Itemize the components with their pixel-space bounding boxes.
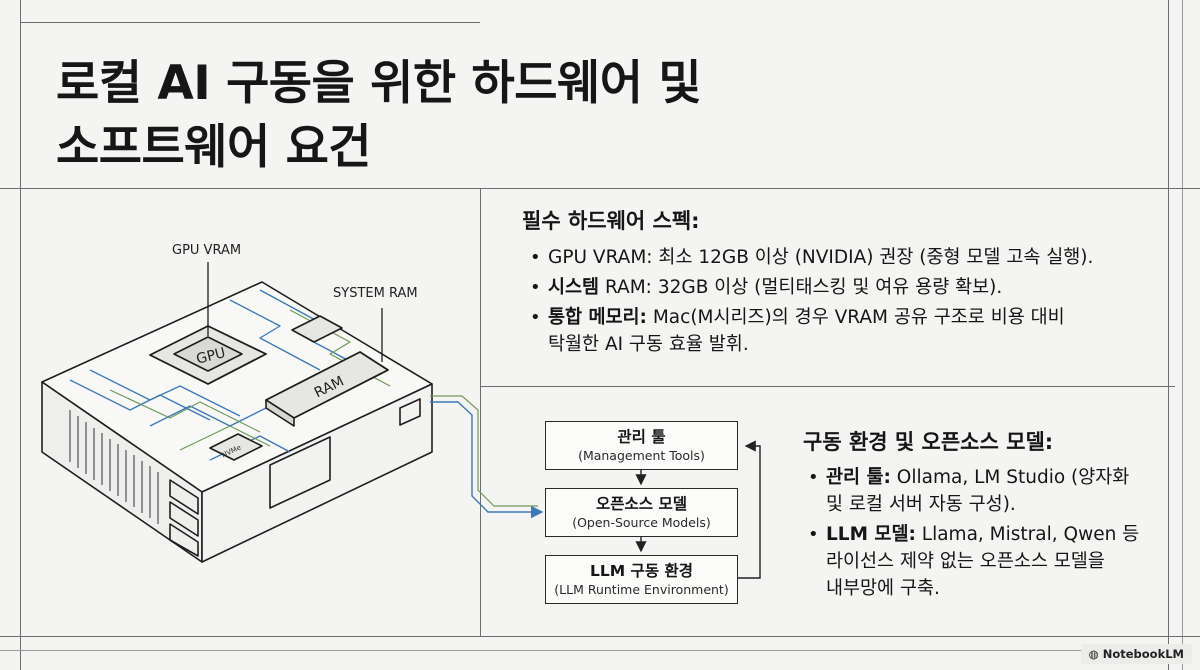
gpu-chip-die	[173, 336, 243, 372]
frame-right-line	[1168, 0, 1169, 670]
flow-box-subtitle: (LLM Runtime Environment)	[554, 582, 729, 597]
chassis-side	[201, 383, 433, 563]
flow-box-open-source-models: 오픈소스 모델 (Open-Source Models)	[545, 488, 738, 537]
gpu-vram-label: GPU VRAM	[172, 243, 242, 258]
drive-bay-3	[169, 523, 199, 557]
hardware-spec-list: GPU VRAM: 최소 12GB 이상 (NVIDIA) 권장 (중형 모델 …	[528, 244, 1148, 361]
software-item-text-continued-2: 내부망에 구축.	[826, 578, 940, 599]
hardware-item-text: Mac(M시리즈)의 경우 VRAM 공유 구조로 비용 대비	[652, 307, 1065, 328]
hardware-item-unified-memory: 통합 메모리: Mac(M시리즈)의 경우 VRAM 공유 구조로 비용 대비 …	[528, 304, 1148, 358]
software-item-label: 관리 툴:	[826, 467, 891, 488]
server-hardware-illustration: GPU RAM NVMe	[41, 262, 433, 563]
ram-module-edge	[265, 399, 295, 427]
hardware-connector-blue	[430, 401, 544, 519]
bottom-thin-line	[0, 650, 1100, 651]
page-title: 로컬 AI 구동을 위한 하드웨어 및 소프트웨어 요건	[56, 52, 702, 180]
hardware-heading: 필수 하드웨어 스펙:	[522, 209, 700, 233]
brand-logo-icon: ◍	[1088, 647, 1103, 661]
hardware-item-label-rest: RAM:	[604, 277, 652, 298]
flow-box-subtitle: (Management Tools)	[578, 448, 705, 463]
frame-left-line	[20, 0, 21, 670]
brand-name: NotebookLM	[1102, 647, 1184, 661]
side-port	[399, 398, 421, 426]
hardware-item-text: 최소 12GB 이상 (NVIDIA) 권장 (중형 모델 고속 실행).	[658, 247, 1094, 268]
small-chip-top	[291, 315, 343, 343]
flow-box-title: 관리 툴	[617, 428, 666, 446]
software-item-text: Ollama, LM Studio (양자화	[896, 467, 1130, 488]
small-chip-bottom	[209, 433, 263, 461]
hardware-item-gpu-vram: GPU VRAM: 최소 12GB 이상 (NVIDIA) 권장 (중형 모델 …	[528, 244, 1148, 271]
side-panel	[269, 436, 331, 509]
flow-box-title: 오픈소스 모델	[596, 495, 687, 513]
software-heading: 구동 환경 및 오픈소스 모델:	[803, 430, 1054, 454]
software-item-text-continued: 라이선스 제약 없는 오픈소스 모델을	[826, 551, 1105, 572]
hardware-connector-green	[430, 395, 538, 507]
front-vent-grille	[69, 410, 159, 524]
software-item-llm-models: LLM 모델: Llama, Mistral, Qwen 등 라이선스 제약 없…	[806, 521, 1156, 602]
software-list: 관리 툴: Ollama, LM Studio (양자화 및 로컬 서버 자동 …	[806, 464, 1156, 605]
software-item-management-tools: 관리 툴: Ollama, LM Studio (양자화 및 로컬 서버 자동 …	[806, 464, 1156, 518]
hardware-item-text-continued: 탁월한 AI 구동 효율 발휘.	[548, 334, 749, 355]
page-title-line-2: 소프트웨어 요건	[56, 120, 372, 175]
flow-box-title: LLM 구동 환경	[589, 562, 693, 580]
hardware-item-system-ram: 시스템 RAM: 32GB 이상 (멀티태스킹 및 여유 용량 확보).	[528, 274, 1148, 301]
column-divider-line	[480, 188, 481, 636]
system-ram-label: SYSTEM RAM	[333, 286, 418, 301]
flow-box-llm-runtime: LLM 구동 환경 (LLM Runtime Environment)	[545, 555, 738, 604]
software-item-label: LLM 모델:	[826, 524, 916, 545]
flow-feedback-loop	[738, 440, 761, 579]
software-item-text: Llama, Mistral, Qwen 등	[921, 524, 1140, 545]
hardware-item-label: 시스템	[548, 277, 600, 298]
circuit-traces	[69, 289, 371, 461]
flow-box-subtitle: (Open-Source Models)	[572, 515, 711, 530]
hardware-item-label: GPU VRAM:	[548, 247, 653, 268]
frame-right-thin-line	[1182, 0, 1183, 670]
notebooklm-brand-badge: ◍ NotebookLM	[1080, 644, 1192, 664]
drive-bay-1	[169, 479, 199, 515]
frame-top-line	[20, 22, 480, 23]
software-item-text-continued: 및 로컬 서버 자동 구성).	[826, 494, 1016, 515]
page-title-line-1: 로컬 AI 구동을 위한 하드웨어 및	[56, 56, 702, 111]
hardware-item-text: 32GB 이상 (멀티태스킹 및 여유 용량 확보).	[657, 277, 1003, 298]
gpu-chip-text: GPU	[195, 345, 228, 368]
flow-box-management-tools: 관리 툴 (Management Tools)	[545, 421, 738, 470]
hardware-item-label: 통합 메모리:	[548, 307, 647, 328]
bottom-line	[0, 636, 1200, 637]
drive-bay-2	[169, 501, 199, 537]
right-section-divider-line	[480, 386, 1175, 387]
title-divider-line	[0, 188, 1200, 189]
